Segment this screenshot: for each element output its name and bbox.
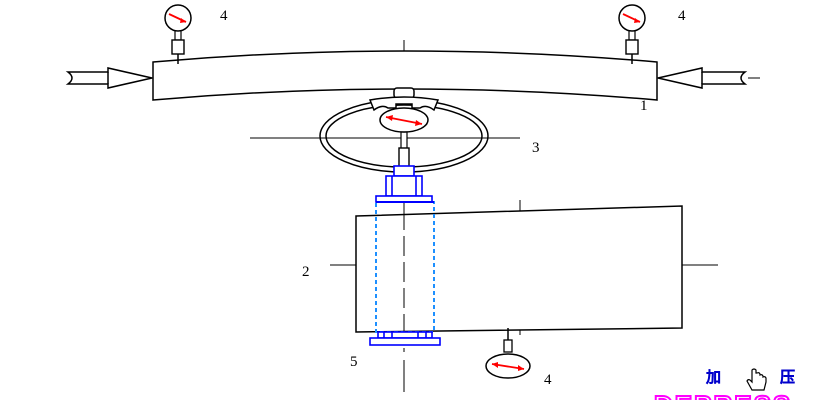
beam-body (152, 50, 658, 101)
label-part-2: 2 (302, 264, 310, 280)
dial-gauge-icon (485, 328, 531, 379)
label-part-5: 5 (350, 354, 358, 370)
dial-gauge-icon (379, 107, 429, 151)
label-part-4-bottom: 4 (544, 372, 552, 388)
hand-pointer-icon (746, 368, 767, 391)
press-button-label-left: 加 (705, 368, 721, 386)
specimen-block (355, 205, 683, 333)
left-center-support (65, 67, 153, 89)
label-part-4-top-left: 4 (220, 8, 228, 24)
dial-gauge-icon (164, 4, 192, 64)
spindle-assembly (375, 165, 433, 203)
label-part-1: 1 (640, 98, 648, 114)
right-center-support (657, 67, 748, 89)
label-part-4-top-right: 4 (678, 8, 686, 24)
dial-gauge-icon (618, 4, 646, 64)
bottom-nut (369, 331, 441, 346)
ring-stem (398, 147, 410, 169)
press-button-label-right: 压 (780, 368, 795, 386)
depress-banner: DEPRESS (654, 390, 792, 400)
label-part-3: 3 (532, 140, 540, 156)
beam (152, 50, 658, 101)
press-button[interactable]: 加 压 (705, 368, 795, 386)
